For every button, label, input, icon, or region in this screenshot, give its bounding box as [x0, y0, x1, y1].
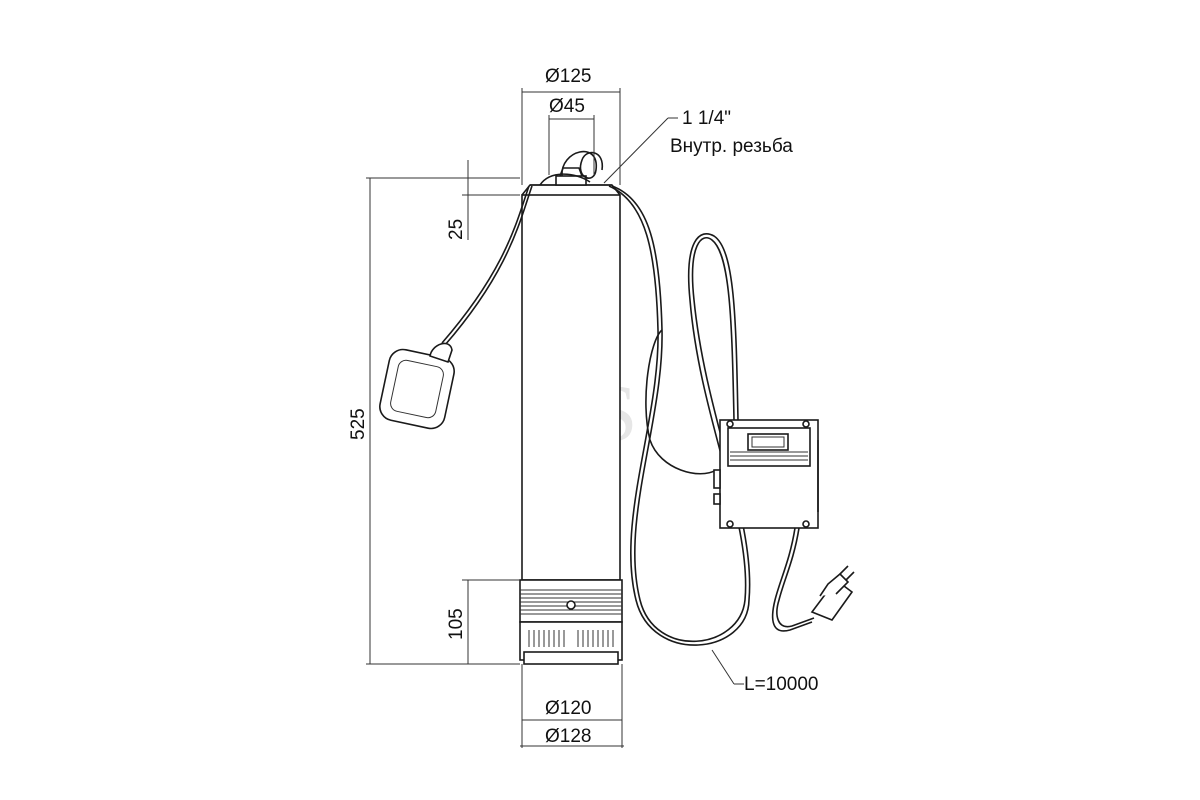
- float-switch: [379, 185, 533, 430]
- power-cable: [608, 185, 751, 646]
- thread-note-label: Внутр. резьба: [670, 136, 793, 157]
- top-cable-loops: [539, 150, 603, 186]
- dim-inlet-height: 105: [446, 608, 467, 640]
- dim-head-height: 25: [446, 219, 467, 240]
- dim-top-inner-diameter: Ø45: [549, 96, 585, 117]
- pump-body: [519, 167, 623, 665]
- thread-size-label: 1 1/4": [682, 108, 731, 129]
- cable-length-label: L=10000: [744, 674, 819, 695]
- dim-total-height: 525: [348, 408, 369, 440]
- plug-cable: [771, 527, 855, 632]
- dim-bottom-inner-diameter: Ø120: [545, 698, 591, 719]
- dimension-lines: [366, 88, 744, 748]
- dim-top-outer-diameter: Ø125: [545, 66, 591, 87]
- inlet-slots: [528, 630, 614, 647]
- dim-bottom-outer-diameter: Ø128: [545, 726, 591, 747]
- control-box: [713, 419, 819, 529]
